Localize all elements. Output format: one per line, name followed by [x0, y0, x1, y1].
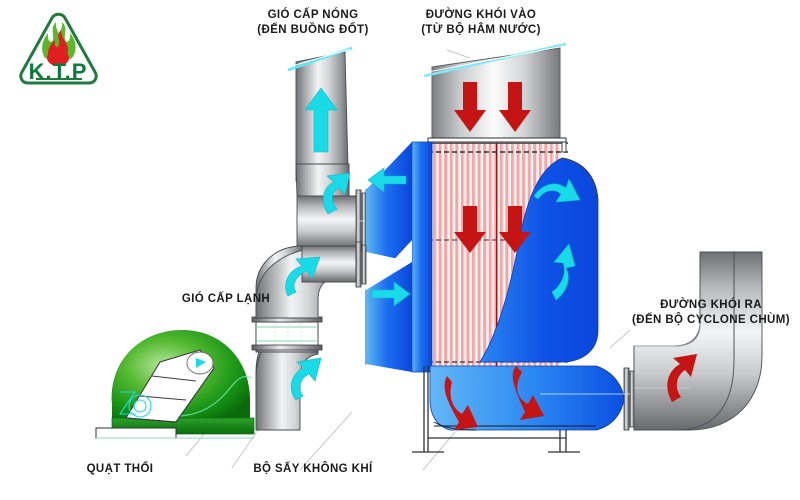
air-turn-upper-icon — [533, 178, 581, 203]
tube — [499, 143, 503, 372]
label-hot-air-out: GIÓ CẤP NÓNG (ĐẾN BUỒNG ĐỐT) — [248, 8, 378, 38]
tube-highlight — [513, 143, 515, 372]
label-cold-air-in-line1: GIÓ CẤP LẠNH — [181, 293, 271, 305]
tube-highlight — [435, 143, 437, 372]
gas-mid-down-1-icon — [454, 206, 486, 253]
gas-in-down-2-icon — [499, 82, 531, 132]
air-cross-right-icon — [371, 281, 411, 307]
cold-air-duct — [251, 241, 367, 431]
flow-arrows — [285, 82, 697, 430]
label-air-heater: BỘ SẤY KHÔNG KHÍ — [228, 462, 398, 477]
tube-highlight — [458, 143, 460, 372]
tube-center-line — [496, 143, 498, 372]
tube-highlight — [485, 143, 488, 372]
label-flue-gas-out-line1: ĐƯỜNG KHÓI RA — [660, 299, 762, 311]
blower-fan — [95, 330, 255, 439]
gas-out-curve-2-icon — [512, 366, 544, 420]
label-cold-air-in: GIÓ CẤP LẠNH — [166, 292, 286, 307]
support-legs — [412, 366, 580, 453]
label-flue-gas-in-line1: ĐƯỜNG KHÓI VÀO — [425, 9, 537, 21]
left-air-chamber — [365, 141, 433, 373]
tube-highlight — [502, 143, 504, 372]
air-duct-up-2-icon — [285, 256, 321, 297]
label-hot-air-out-line2: (ĐẾN BUỒNG ĐỐT) — [257, 24, 369, 36]
tube — [449, 143, 453, 372]
tube-highlight — [452, 143, 454, 372]
tube-highlight — [497, 143, 499, 372]
tube — [483, 143, 486, 372]
gas-outlet-chamber — [479, 157, 599, 363]
tube — [433, 143, 436, 372]
label-blower-fan: QUẠT THỔI — [60, 462, 180, 477]
label-air-heater-line1: BỘ SẤY KHÔNG KHÍ — [253, 463, 373, 475]
tube-highlight — [480, 143, 482, 372]
air-hot-left-icon — [367, 167, 407, 193]
tube — [455, 143, 459, 372]
gas-out-elbow-icon — [667, 354, 697, 402]
tube-highlight — [469, 143, 471, 372]
label-flue-gas-out-line2: (ĐẾN BỘ CYCLONE CHÙM) — [632, 314, 790, 326]
tube — [510, 143, 514, 372]
gas-mid-down-2-icon — [499, 206, 531, 253]
tube — [505, 143, 509, 372]
label-flue-gas-in-line2: (TỪ BỘ HÂM NƯỚC) — [421, 24, 541, 36]
gas-in-down-1-icon — [454, 82, 486, 132]
outlet-elbow — [633, 251, 763, 431]
label-blower-fan-line1: QUẠT THỔI — [86, 463, 154, 475]
tube-highlight — [447, 143, 449, 372]
air-hot-up-icon — [304, 87, 338, 153]
company-logo: K.T.P — [19, 12, 98, 85]
gas-out-curve-1-icon — [444, 376, 478, 430]
tube-highlight — [491, 143, 493, 372]
tube-highlight — [474, 143, 476, 372]
tube — [466, 143, 470, 372]
tube — [460, 143, 464, 372]
tube — [494, 143, 498, 372]
tube — [477, 143, 481, 372]
inlet-hood — [423, 42, 567, 143]
air-turn-right-icon — [551, 243, 576, 301]
hot-air-riser — [287, 46, 398, 254]
label-flue-gas-in: ĐƯỜNG KHÓI VÀO (TỪ BỘ HÂM NƯỚC) — [406, 8, 556, 38]
tube — [444, 143, 448, 372]
tube — [471, 143, 475, 372]
label-hot-air-out-line1: GIÓ CẤP NÓNG — [267, 9, 359, 21]
tube-highlight — [463, 143, 465, 372]
tube — [488, 143, 492, 372]
label-flue-gas-out: ĐƯỜNG KHÓI RA (ĐẾN BỘ CYCLONE CHÙM) — [622, 298, 800, 328]
air-hot-elbow-icon — [322, 172, 351, 215]
logo-text: K.T.P — [29, 59, 88, 84]
tube-highlight — [508, 143, 510, 372]
air-duct-up-1-icon — [291, 357, 322, 401]
flame-icon — [42, 22, 76, 66]
tube-highlight — [441, 143, 443, 372]
tube — [438, 143, 442, 372]
